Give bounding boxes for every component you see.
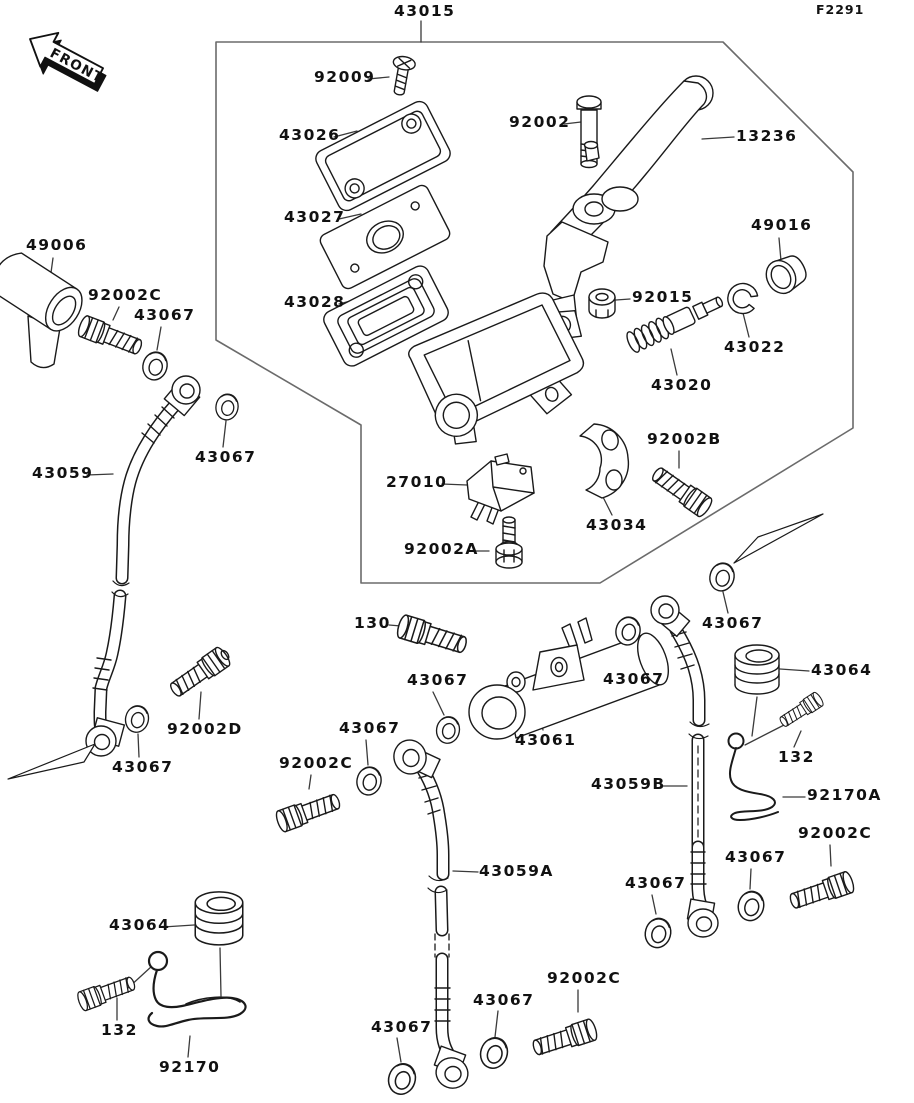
- drawing-43034-clamp: [579, 423, 630, 499]
- drawing-92170A-clip: [727, 732, 779, 821]
- part-label-43067: 43067: [134, 306, 196, 324]
- part-label-43020: 43020: [651, 376, 713, 394]
- part-label-43067: 43067: [603, 670, 665, 688]
- drawing-43026-cap: [315, 100, 451, 212]
- drawing-92015-cap: [588, 288, 616, 319]
- part-label-27010: 27010: [386, 473, 448, 491]
- part-label-43067: 43067: [702, 614, 764, 632]
- drawing-43022-clip: [727, 282, 759, 315]
- drawing-92002C-bolt-mid: [273, 789, 344, 834]
- part-label-92002C: 92002C: [279, 754, 354, 772]
- part-label-92170: 92170: [159, 1058, 221, 1076]
- drawing-92002B-bolt: [648, 462, 715, 520]
- part-label-13236: 13236: [736, 127, 798, 145]
- part-label-43059: 43059: [32, 464, 94, 482]
- part-label-132: 132: [101, 1021, 138, 1039]
- front-arrow-icon: FRONT: [29, 31, 107, 92]
- drawing-43059B-hose: [650, 513, 824, 938]
- drawing-49016-cup: [765, 255, 807, 295]
- part-label-43064: 43064: [109, 916, 171, 934]
- part-label-43064: 43064: [811, 661, 873, 679]
- part-label-43022: 43022: [724, 338, 786, 356]
- part-label-43059A: 43059A: [479, 862, 554, 880]
- part-label-92002D: 92002D: [167, 720, 243, 738]
- part-label-92002: 92002: [509, 113, 571, 131]
- part-label-43061: 43061: [515, 731, 577, 749]
- drawing-43064-cap-left: [194, 891, 244, 946]
- part-label-43027: 43027: [284, 208, 346, 226]
- part-label-43067: 43067: [625, 874, 687, 892]
- drawing-92009-screw: [392, 55, 416, 96]
- drawing-43059A-hose: [393, 739, 469, 1089]
- part-label-92002C: 92002C: [798, 824, 873, 842]
- part-label-43067: 43067: [407, 671, 469, 689]
- drawing-130-bolt: [394, 613, 470, 658]
- part-label-92002C: 92002C: [547, 969, 622, 987]
- part-label-43067: 43067: [473, 991, 535, 1009]
- part-label-43034: 43034: [586, 516, 648, 534]
- part-label-130: 130: [354, 614, 391, 632]
- part-label-92002A: 92002A: [404, 540, 479, 558]
- part-label-43067: 43067: [112, 758, 174, 776]
- part-label-43026: 43026: [279, 126, 341, 144]
- drawing-92002D-bolt: [166, 644, 233, 702]
- figure-code: F2291: [816, 2, 865, 17]
- drawing-43028-diaphragm: [323, 265, 449, 367]
- part-label-132: 132: [778, 748, 815, 766]
- part-label-49016: 49016: [751, 216, 813, 234]
- drawing-92002A-bolt: [495, 516, 523, 569]
- part-label-49006: 49006: [26, 236, 88, 254]
- drawing-49006-boot: [0, 252, 83, 369]
- part-label-43067: 43067: [339, 719, 401, 737]
- routing-arrow-left: [7, 743, 96, 780]
- routing-arrow-right: [733, 513, 824, 564]
- drawing-43015-master-cylinder: [408, 292, 585, 445]
- boundary-outline: [215, 41, 854, 584]
- part-label-43067: 43067: [371, 1018, 433, 1036]
- drawing-43059-hose: [7, 375, 201, 780]
- part-label-92009: 92009: [314, 68, 376, 86]
- part-label-43067: 43067: [195, 448, 257, 466]
- drawing-132-bolt-left: [75, 972, 138, 1013]
- drawing-43020-piston: [626, 296, 724, 353]
- part-label-92015: 92015: [632, 288, 694, 306]
- part-label-43015: 43015: [394, 2, 456, 20]
- leader-lines: [49, 20, 832, 1063]
- drawing-27010-switch: [466, 453, 535, 525]
- drawing-43061-joint: [468, 617, 670, 740]
- drawing-43064-cap-right: [734, 644, 780, 695]
- part-label-43059B: 43059B: [591, 775, 666, 793]
- part-label-43028: 43028: [284, 293, 346, 311]
- drawing-92170-clip: [147, 950, 247, 1028]
- drawing-132-bolt-right: [776, 690, 826, 731]
- part-label-43067: 43067: [725, 848, 787, 866]
- part-label-92002C: 92002C: [88, 286, 163, 304]
- drawing-43027-plate: [319, 184, 451, 290]
- part-label-92002B: 92002B: [647, 430, 722, 448]
- part-label-92170A: 92170A: [807, 786, 882, 804]
- drawing-92002C-bolt-bottom: [529, 1017, 600, 1060]
- drawing-92002C-bolt-right: [786, 869, 857, 914]
